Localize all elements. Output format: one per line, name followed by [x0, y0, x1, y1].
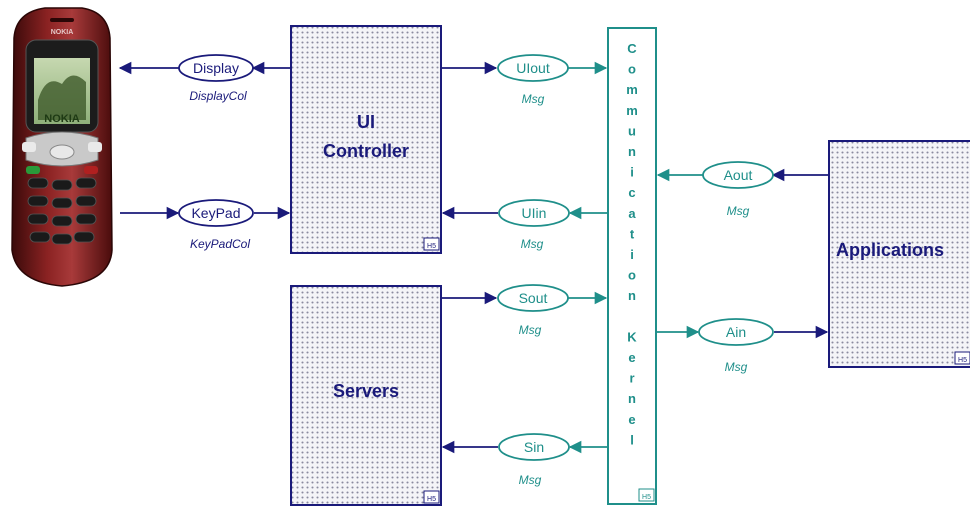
kernel-letter: o	[628, 268, 636, 283]
port-aout: Aout Msg	[703, 162, 773, 218]
port-keypad-name: KeyPad	[191, 205, 240, 221]
kernel-letter: u	[628, 123, 636, 138]
ui-controller-tag: H5	[427, 243, 436, 250]
port-sin-name: Sin	[524, 439, 544, 455]
port-uiin: UIin Msg	[499, 200, 569, 251]
kernel-letter: n	[628, 288, 636, 303]
port-sin-type: Msg	[519, 473, 542, 487]
connections	[120, 68, 829, 447]
kernel-letter: a	[628, 206, 636, 221]
port-sin: Sin Msg	[499, 434, 569, 487]
mobile-phone-icon: NOKIA NOKIA	[12, 8, 112, 286]
port-display-name: Display	[193, 60, 239, 76]
kernel-letter: o	[628, 62, 636, 77]
port-uiout-type: Msg	[522, 92, 545, 106]
applications-title: Applications	[836, 240, 944, 260]
port-aout-type: Msg	[727, 204, 750, 218]
port-uiout-name: UIout	[516, 60, 550, 76]
port-ain-type: Msg	[725, 360, 748, 374]
servers-block: Servers H5	[291, 286, 441, 505]
kernel-letter: m	[626, 103, 638, 118]
kernel-letter: i	[630, 165, 634, 180]
kernel-letter: l	[630, 432, 634, 447]
kernel-letter: C	[627, 41, 637, 56]
kernel-letter	[630, 309, 634, 324]
kernel-letter: n	[628, 144, 636, 159]
kernel-letter: K	[627, 329, 637, 344]
servers-title: Servers	[333, 381, 399, 401]
kernel-letter: i	[630, 247, 634, 262]
port-sout-name: Sout	[519, 290, 548, 306]
port-ain-name: Ain	[726, 324, 746, 340]
communication-kernel-tag: H5	[642, 494, 651, 501]
ui-controller-title-line1: UI	[357, 112, 375, 132]
applications-tag: H5	[958, 357, 967, 364]
ui-controller-block: UI Controller H5	[291, 26, 441, 253]
port-sout-type: Msg	[519, 323, 542, 337]
port-keypad-type: KeyPadCol	[190, 237, 250, 251]
kernel-letter: m	[626, 82, 638, 97]
phone-brand-label: NOKIA	[51, 29, 74, 36]
port-ain: Ain Msg	[699, 319, 773, 374]
port-uiin-name: UIin	[522, 205, 547, 221]
port-uiout: UIout Msg	[498, 55, 568, 106]
port-display-type: DisplayCol	[189, 89, 247, 103]
kernel-letter: t	[630, 226, 635, 241]
port-sout: Sout Msg	[498, 285, 568, 337]
port-keypad: KeyPad KeyPadCol	[179, 200, 253, 251]
applications-block: Applications H5	[829, 141, 970, 367]
servers-tag: H5	[427, 496, 436, 503]
kernel-letter: e	[628, 412, 635, 427]
port-aout-name: Aout	[724, 167, 753, 183]
kernel-letter: r	[629, 371, 634, 386]
kernel-letter: n	[628, 391, 636, 406]
port-uiin-type: Msg	[521, 237, 544, 251]
kernel-letter: e	[628, 350, 635, 365]
phone-screen-text: NOKIA	[44, 113, 80, 125]
ui-controller-title-line2: Controller	[323, 141, 409, 161]
port-display: Display DisplayCol	[179, 55, 253, 103]
kernel-letter: c	[628, 185, 635, 200]
